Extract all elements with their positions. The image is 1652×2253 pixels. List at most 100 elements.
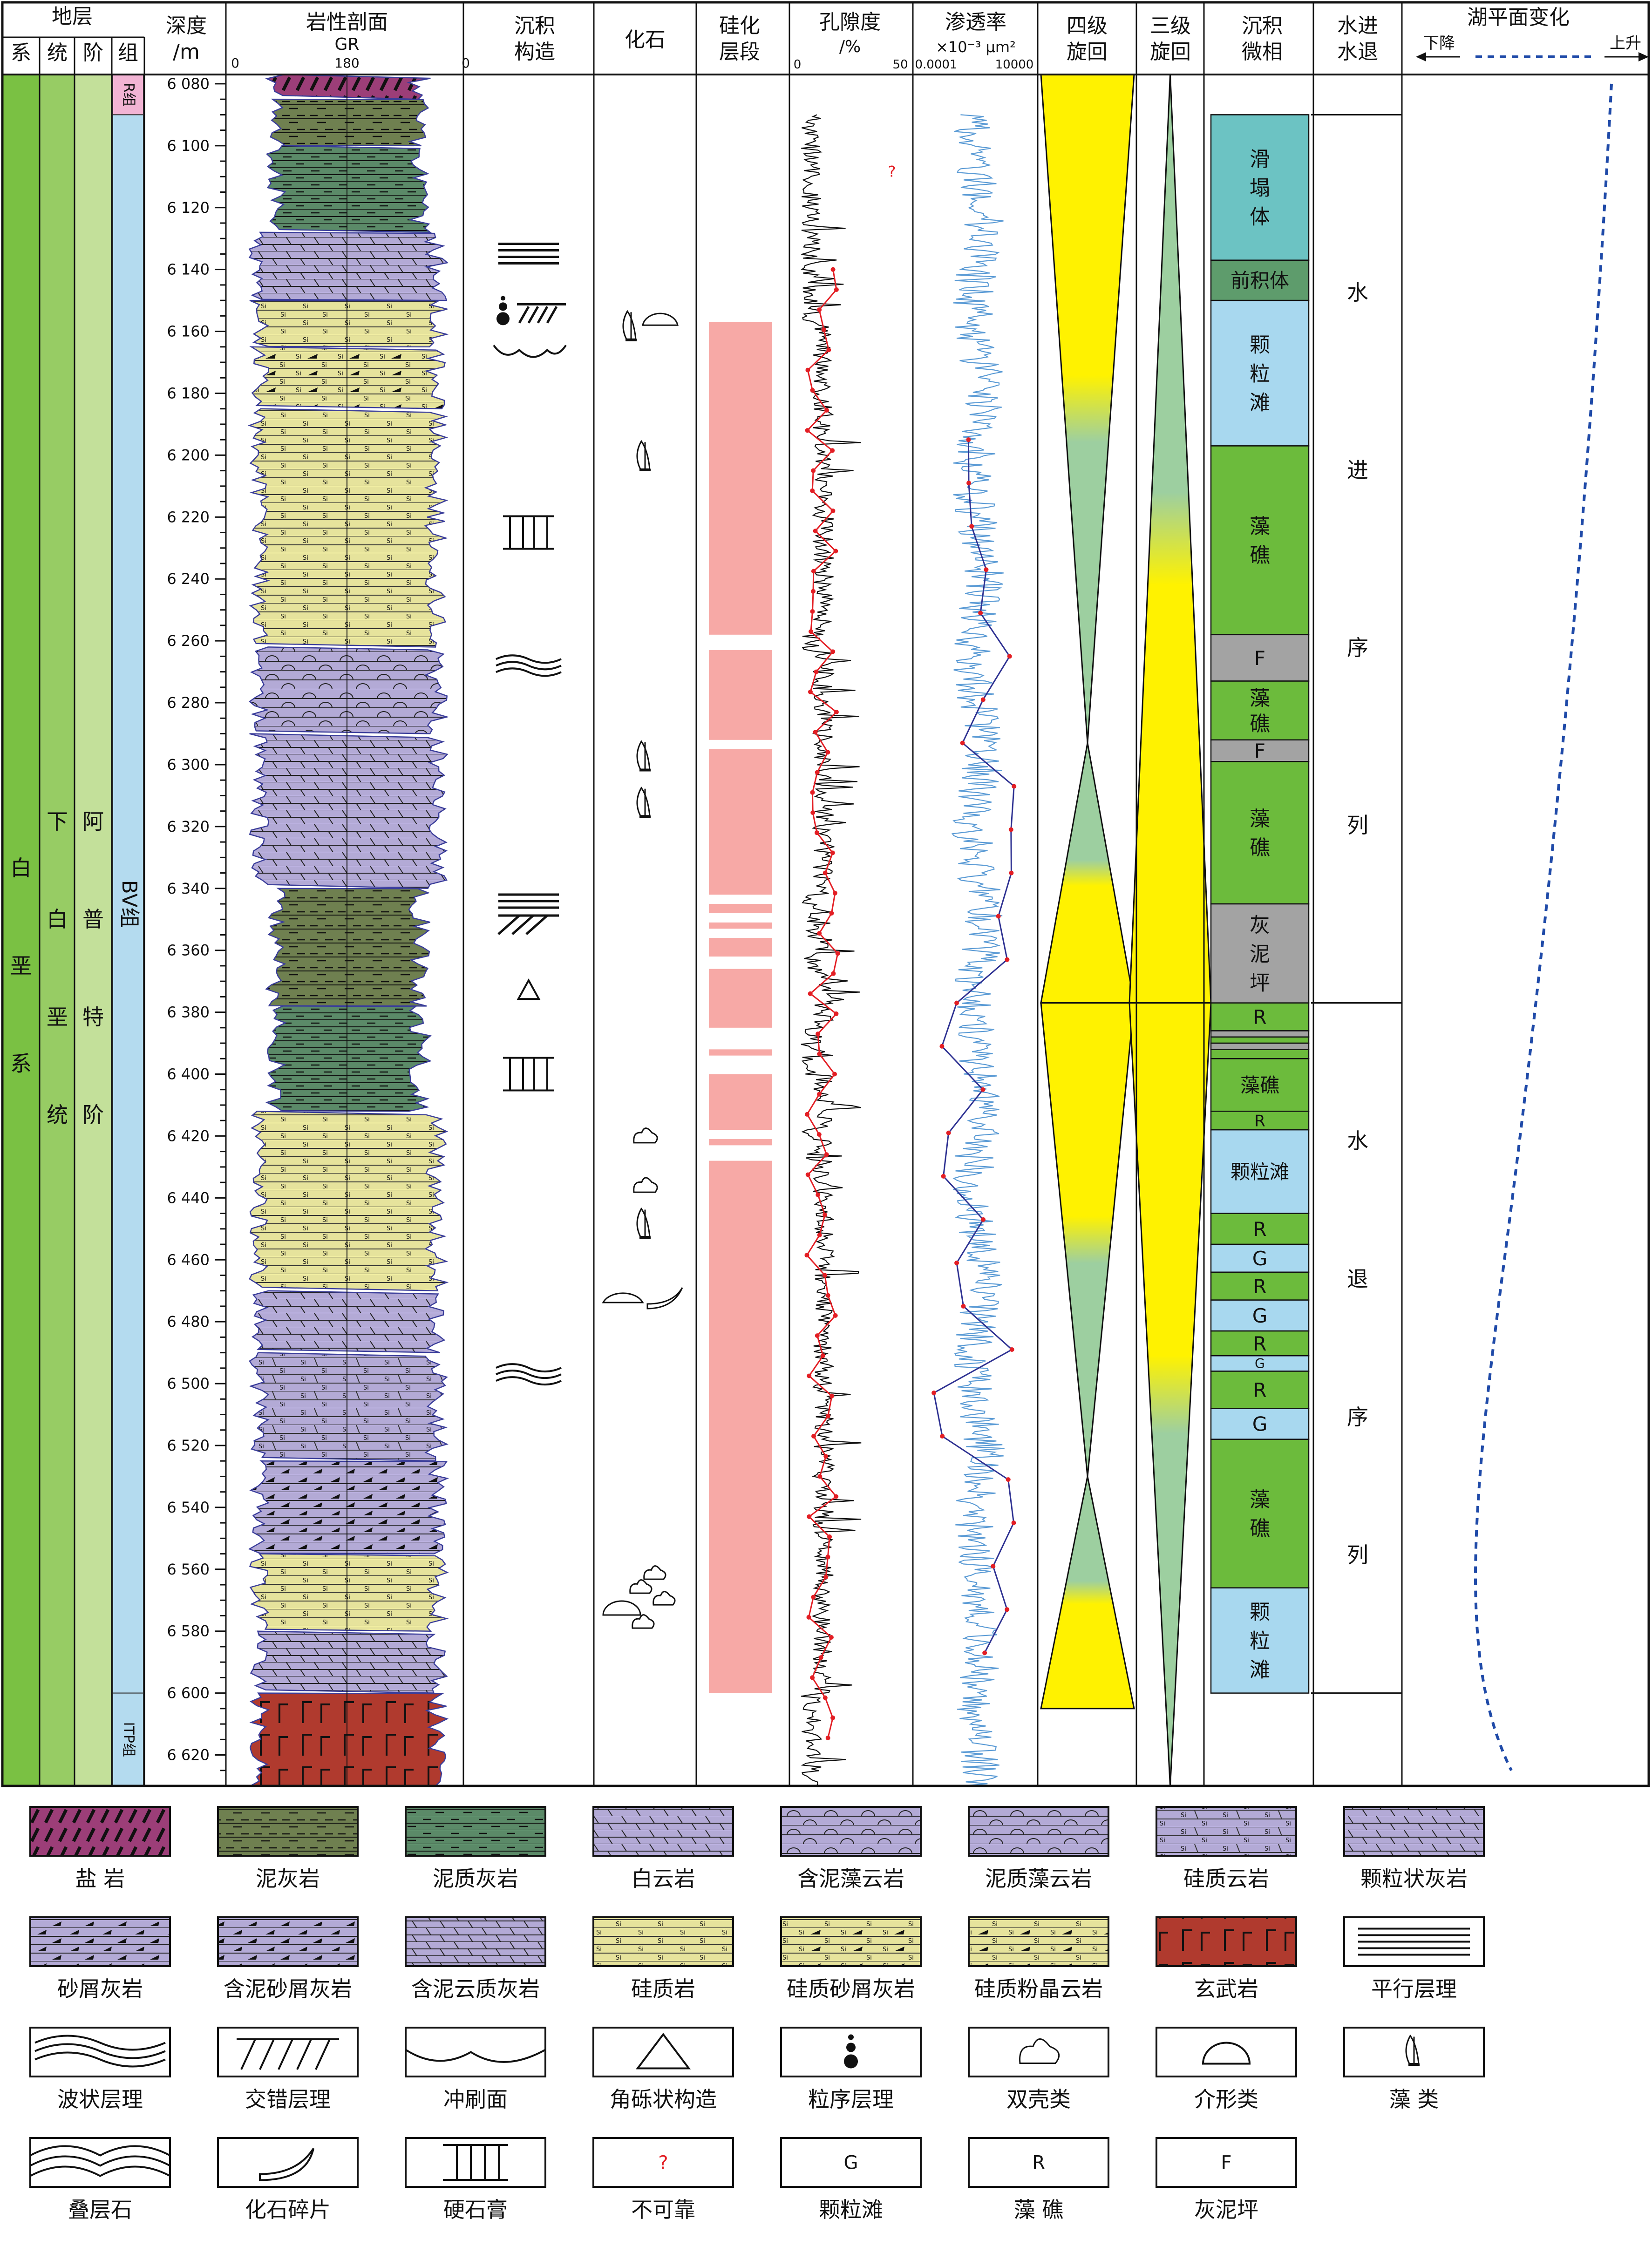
legend-swatch (217, 1806, 359, 1857)
series-label: 下 (47, 809, 68, 834)
permeability-core-point (1009, 870, 1014, 875)
legend-item-dolomite: 白云岩 (592, 1806, 734, 1891)
header-silica-2: 层段 (719, 40, 760, 64)
legend-label: 泥质藻云岩 (985, 1866, 1092, 1891)
depth-label: 6 500 (167, 1375, 210, 1392)
porosity-core-point (808, 991, 813, 996)
microfacies-label: 颗 (1250, 1601, 1270, 1624)
depth-label: 6 120 (167, 199, 210, 217)
system-label: 垩 (10, 953, 32, 978)
porosity-core-point (811, 468, 816, 473)
microfacies-band (1210, 1439, 1310, 1588)
porosity-core-point (815, 770, 820, 775)
legend-label: 含泥藻云岩 (797, 1866, 904, 1891)
permeability-core-point (966, 437, 971, 442)
lithology-bed (265, 1005, 432, 1112)
porosity-core-point (810, 790, 815, 795)
microfacies-band (1210, 1058, 1310, 1112)
cycle-triangle (1040, 1476, 1135, 1710)
porosity-core-point (811, 1595, 816, 1600)
porosity-core-point (816, 1031, 821, 1037)
microfacies-band (1210, 299, 1310, 447)
permeability-core-point (946, 1130, 951, 1135)
sedimentary-structures-column (493, 242, 567, 1386)
lake-down-arrow-icon (1416, 52, 1460, 61)
permeability-core-point (954, 1260, 959, 1265)
permeability-column (931, 114, 1017, 1786)
gr-scale-left: 0 (231, 55, 239, 71)
legend-label: 灰泥坪 (1194, 2197, 1258, 2222)
lithology-bed (249, 733, 449, 889)
header-lithology: 岩性剖面 (306, 10, 388, 34)
porosity-core-point (830, 267, 836, 272)
porosity-core-point (830, 850, 835, 855)
header-fossil: 化石 (625, 28, 666, 52)
microfacies-band (1210, 1129, 1310, 1214)
porosity-core-point (834, 1494, 839, 1499)
legend-label: 颗粒状灰岩 (1360, 1866, 1468, 1891)
microfacies-label: R (1253, 1378, 1266, 1401)
legend-label: 双壳类 (1006, 2087, 1071, 2112)
porosity-core-point (830, 448, 835, 453)
microfacies-band (1210, 1036, 1310, 1044)
lithology-column (247, 74, 449, 1787)
porosity-core-point (817, 931, 822, 936)
microfacies-band (1210, 259, 1310, 301)
legend-swatch (968, 2027, 1109, 2077)
lithology-bed (249, 1352, 449, 1462)
permeability-core-point (980, 697, 986, 702)
transgression-label: 进 (1347, 457, 1368, 482)
legend-swatch (405, 2027, 546, 2077)
microfacies-label: R (1253, 1332, 1266, 1355)
porosity-core-point (806, 1615, 811, 1620)
permeability-core-point (969, 524, 974, 529)
depth-label: 6 440 (167, 1189, 210, 1207)
legend-label: 硅质岩 (631, 1976, 695, 2002)
system-bar (2, 75, 40, 1786)
depth-label: 6 460 (167, 1251, 210, 1269)
formation-label: BV组 (117, 880, 141, 928)
porosity-core-point (834, 709, 839, 714)
legend-item-cross: 交错层理 (217, 2027, 359, 2112)
header-transgression-1: 水进 (1337, 14, 1378, 38)
legend-item-granular-limestone: 颗粒状灰岩 (1343, 1806, 1485, 1891)
depth-label: 6 540 (167, 1499, 210, 1516)
series-bar (40, 75, 75, 1786)
porosity-core-point (825, 1293, 830, 1298)
header-perm-unit: ×10⁻³ μm² (936, 38, 1016, 56)
depth-label: 6 400 (167, 1065, 210, 1083)
legend-swatch (968, 1916, 1109, 1967)
porosity-core-point (833, 549, 838, 554)
depth-label: 6 580 (167, 1622, 210, 1640)
porosity-core-point (824, 408, 829, 413)
legend-item-R: R藻 礁 (968, 2137, 1109, 2222)
permeability-core-point (982, 1650, 987, 1656)
microfacies-band (1210, 739, 1310, 762)
porosity-core-point (824, 1152, 829, 1157)
legend-label: 粒序层理 (808, 2087, 894, 2112)
lithology-bed (249, 299, 449, 348)
table-frame (1, 1, 1650, 1787)
porosity-core-point (817, 1474, 823, 1479)
porosity-core-point (807, 1514, 812, 1519)
legend-item-salt: 盐 岩 (29, 1806, 171, 1891)
structure-graded-cross-icon (496, 296, 566, 326)
depth-label: 6 380 (167, 1004, 210, 1021)
legend-swatch (405, 1916, 546, 1967)
legend-label: 含泥砂屑灰岩 (224, 1976, 352, 2002)
microfacies-label: 灰 (1250, 913, 1270, 937)
porosity-core-point (811, 569, 816, 574)
depth-label: 6 100 (167, 137, 210, 155)
permeability-core-point (1007, 654, 1012, 659)
porosity-core-point (807, 1373, 812, 1378)
microfacies-label: G (1252, 1247, 1268, 1270)
cycle-triangle (1040, 74, 1135, 743)
header-structure-1: 沉积 (514, 14, 555, 38)
permeability-core-point (939, 1044, 945, 1049)
lithology-bed (248, 646, 449, 734)
legend-swatch (29, 2137, 171, 2188)
microfacies-label: R (1253, 1006, 1266, 1029)
porosity-core-point (834, 1011, 839, 1016)
system-label: 白 (10, 855, 32, 881)
